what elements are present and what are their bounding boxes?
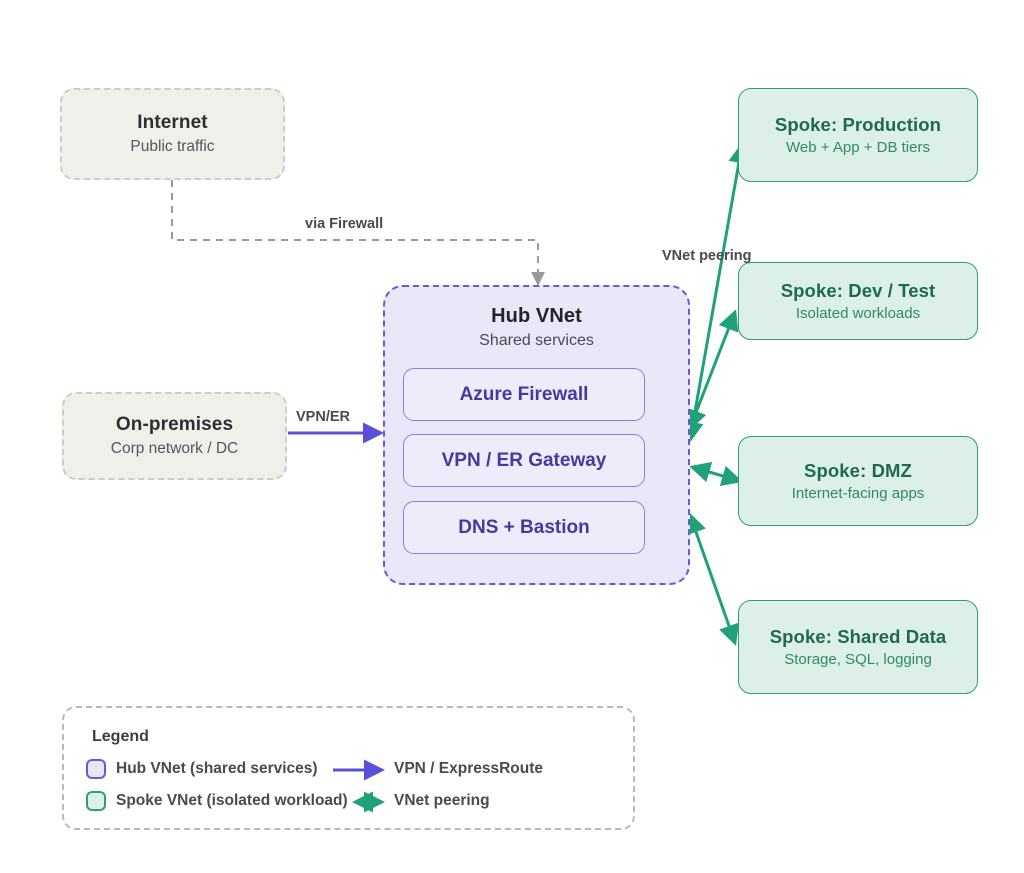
- legend-label-spoke: Spoke VNet (isolated workload): [116, 792, 348, 809]
- link-hub-to-spoke-production: [682, 142, 750, 443]
- legend-swatch-spoke: [86, 791, 106, 811]
- link-internet-to-hub: [171, 180, 545, 286]
- node-on-premises-subtitle: Corp network / DC: [110, 440, 239, 457]
- node-spoke-production[interactable]: Spoke: Production Web + App + DB tiers: [738, 88, 978, 182]
- node-spoke-shared-data-title: Spoke: Shared Data: [769, 626, 947, 647]
- node-internet-subtitle: Public traffic: [130, 138, 215, 155]
- node-spoke-dev-test[interactable]: Spoke: Dev / Test Isolated workloads: [738, 262, 978, 340]
- node-spoke-dmz-title: Spoke: DMZ: [804, 460, 912, 481]
- node-hub-vnet-title: Hub VNet: [491, 305, 582, 327]
- node-spoke-dmz-subtitle: Internet-facing apps: [791, 485, 925, 502]
- edge-label-vnet-peering: VNet peering: [662, 248, 752, 264]
- node-on-premises[interactable]: On-premises Corp network / DC: [62, 392, 287, 480]
- link-hub-to-spoke-dmz: [689, 461, 743, 487]
- service-azure-firewall[interactable]: Azure Firewall: [403, 368, 645, 421]
- legend-swatch-hub: [86, 759, 106, 779]
- legend-title: Legend: [92, 728, 149, 745]
- node-spoke-dev-test-title: Spoke: Dev / Test: [780, 280, 936, 301]
- link-hub-to-spoke-shared-data: [686, 512, 739, 646]
- node-spoke-production-subtitle: Web + App + DB tiers: [786, 139, 930, 156]
- node-spoke-production-title: Spoke: Production: [774, 114, 942, 135]
- legend-panel: Legend: [62, 706, 635, 830]
- legend-label-vnet-peering: VNet peering: [394, 792, 490, 809]
- node-hub-vnet-subtitle: Shared services: [479, 332, 594, 349]
- edge-label-vpn-er: VPN/ER: [296, 409, 350, 425]
- node-spoke-dmz[interactable]: Spoke: DMZ Internet-facing apps: [738, 436, 978, 526]
- service-vpn-er-gateway[interactable]: VPN / ER Gateway: [403, 434, 645, 487]
- link-hub-to-spoke-devtest: [686, 309, 739, 431]
- edge-label-via-firewall: via Firewall: [305, 216, 384, 232]
- node-internet-title: Internet: [137, 112, 208, 133]
- node-on-premises-title: On-premises: [115, 414, 234, 435]
- node-spoke-shared-data-subtitle: Storage, SQL, logging: [784, 651, 932, 668]
- node-spoke-shared-data[interactable]: Spoke: Shared Data Storage, SQL, logging: [738, 600, 978, 694]
- node-spoke-dev-test-subtitle: Isolated workloads: [795, 305, 921, 322]
- legend-label-hub: Hub VNet (shared services): [116, 760, 318, 777]
- legend-label-vpn-expressroute: VPN / ExpressRoute: [394, 760, 544, 777]
- node-internet[interactable]: Internet Public traffic: [60, 88, 285, 180]
- service-dns-bastion[interactable]: DNS + Bastion: [403, 501, 645, 554]
